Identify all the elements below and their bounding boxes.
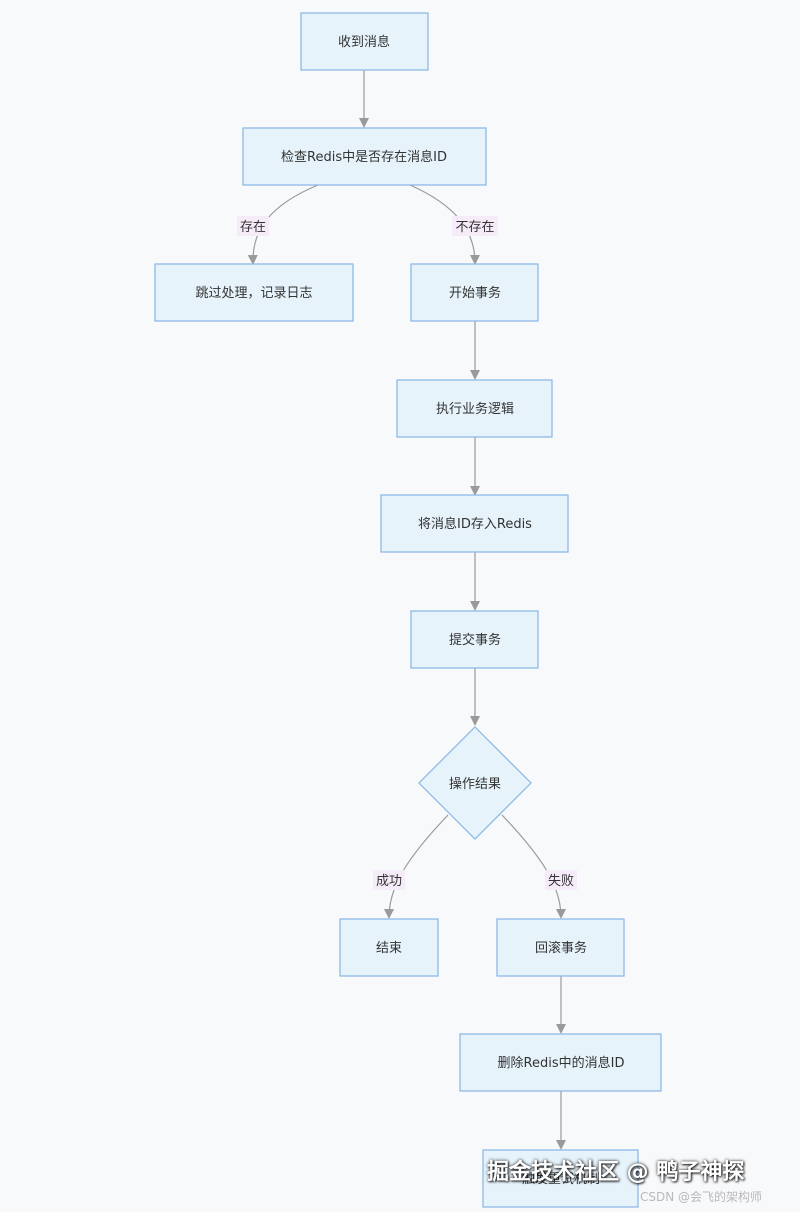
- node-execute-business: 执行业务逻辑: [396, 379, 553, 438]
- edge-label-success: 成功: [373, 870, 405, 890]
- svg-text:触发重试机制: 触发重试机制: [522, 1171, 600, 1187]
- svg-text:收到消息: 收到消息: [338, 34, 390, 50]
- watermark-csdn: CSDN @会飞的架构师: [640, 1190, 763, 1204]
- svg-text:开始事务: 开始事务: [449, 285, 501, 301]
- svg-text:成功: 成功: [376, 874, 402, 889]
- svg-text:结束: 结束: [376, 941, 402, 956]
- node-rollback-transaction: 回滚事务: [496, 918, 625, 977]
- svg-text:跳过处理，记录日志: 跳过处理，记录日志: [195, 286, 312, 301]
- watermark-juejin: 掘金技术社区 @ 鸭子神探: [487, 1160, 745, 1185]
- edge-label-exists: 存在: [237, 216, 269, 236]
- node-delete-id-redis: 删除Redis中的消息ID: [459, 1033, 662, 1092]
- edge-result-end: [384, 814, 449, 919]
- node-skip-log: 跳过处理，记录日志: [154, 263, 354, 322]
- svg-text:提交事务: 提交事务: [449, 632, 501, 648]
- edges: [247, 70, 566, 1150]
- edge-result-rollback: [501, 814, 566, 919]
- edge-label-not-exists: 不存在: [452, 216, 498, 236]
- edge-label-fail: 失败: [545, 870, 577, 890]
- svg-text:操作结果: 操作结果: [449, 776, 501, 792]
- svg-text:回滚事务: 回滚事务: [535, 940, 587, 956]
- node-operation-result: 操作结果: [418, 726, 532, 840]
- node-receive-message: 收到消息: [300, 12, 429, 71]
- node-begin-transaction: 开始事务: [410, 263, 539, 322]
- svg-text:执行业务逻辑: 执行业务逻辑: [436, 401, 514, 417]
- node-end: 结束: [339, 918, 439, 977]
- node-trigger-retry: 触发重试机制: [482, 1149, 639, 1208]
- svg-text:检查Redis中是否存在消息ID: 检查Redis中是否存在消息ID: [281, 149, 447, 165]
- node-save-id-redis: 将消息ID存入Redis: [380, 494, 569, 553]
- node-check-redis: 检查Redis中是否存在消息ID: [242, 127, 487, 186]
- svg-text:删除Redis中的消息ID: 删除Redis中的消息ID: [498, 1055, 625, 1071]
- svg-text:失败: 失败: [548, 874, 574, 889]
- svg-text:将消息ID存入Redis: 将消息ID存入Redis: [418, 516, 532, 532]
- svg-text:存在: 存在: [240, 220, 266, 235]
- svg-text:不存在: 不存在: [455, 220, 494, 235]
- node-commit-transaction: 提交事务: [410, 610, 539, 669]
